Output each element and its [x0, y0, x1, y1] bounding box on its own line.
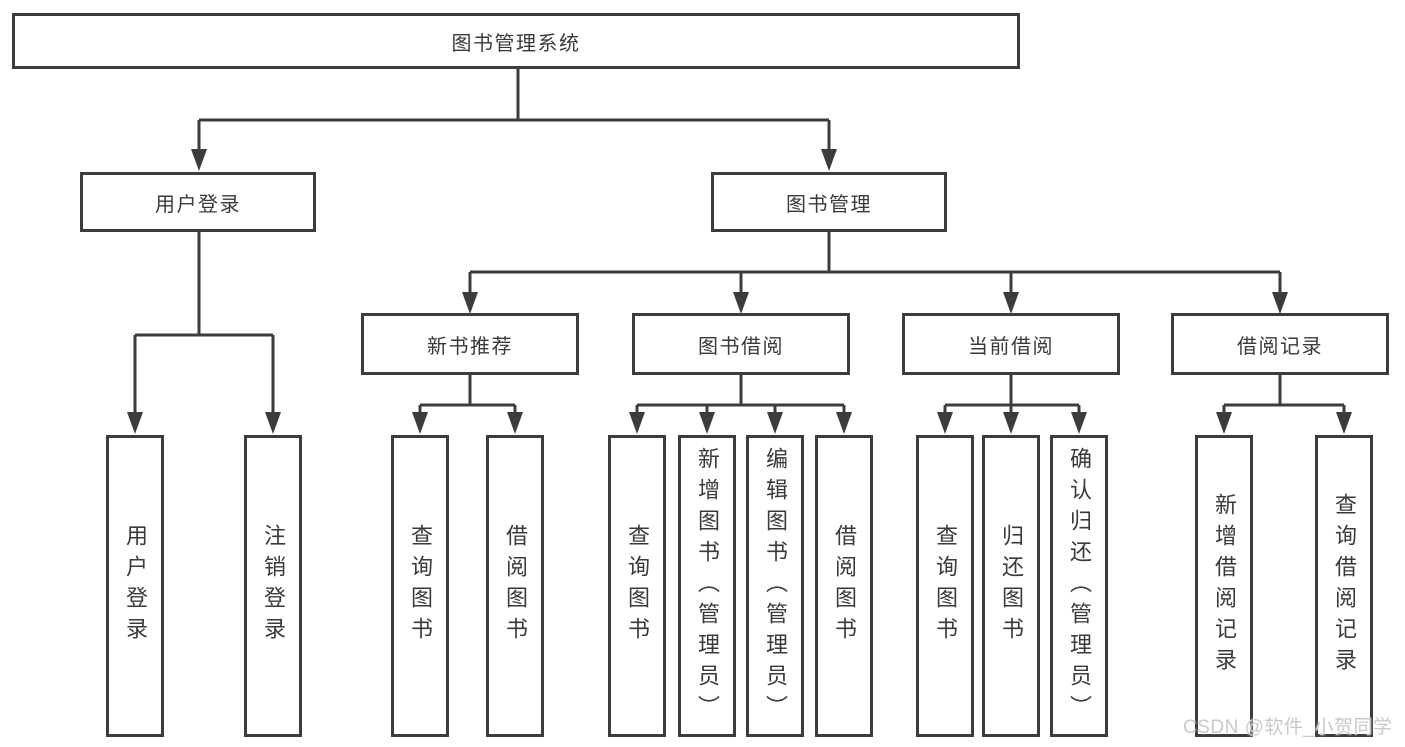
connector-line [943, 375, 1081, 415]
node-user-login: 用户登录 [80, 172, 316, 232]
node-label: 查询借阅记录 [1332, 493, 1357, 679]
arrowhead-down-icon [821, 149, 837, 171]
arrowhead-down-icon [1216, 412, 1232, 434]
node-label: 用户登录 [123, 524, 148, 648]
arrowhead-down-icon [1272, 292, 1288, 314]
connector-new-book-recommend-to-leaves [412, 375, 523, 434]
leaf-query-books-current: 查询图书 [916, 435, 974, 737]
node-book-management: 图书管理 [711, 172, 947, 232]
connector-line [468, 232, 1282, 295]
connector-current-borrow-to-leaves [937, 375, 1087, 434]
arrowhead-down-icon [733, 292, 749, 314]
arrowhead-down-icon [462, 292, 478, 314]
leaf-confirm-return-admin: 确认归还（管理员） [1050, 435, 1108, 737]
arrowhead-down-icon [127, 412, 143, 434]
node-label: 归还图书 [999, 524, 1024, 648]
connector-line [635, 375, 846, 415]
node-label: 确认归还（管理员） [1067, 446, 1092, 726]
leaf-user-login: 用户登录 [106, 435, 164, 737]
leaf-edit-book-admin: 编辑图书（管理员） [746, 435, 804, 737]
connector-book-management-to-level3 [462, 232, 1288, 314]
node-label: 借阅记录 [1237, 335, 1323, 358]
leaf-query-books-borrow: 查询图书 [608, 435, 666, 737]
arrowhead-down-icon [1003, 412, 1019, 434]
leaf-add-borrow-record: 新增借阅记录 [1195, 435, 1253, 737]
node-label: 注销登录 [261, 524, 286, 648]
node-label: 借阅图书 [503, 524, 528, 648]
arrowhead-down-icon [191, 149, 207, 171]
arrowhead-down-icon [265, 412, 281, 434]
arrowhead-down-icon [507, 412, 523, 434]
node-book-borrow: 图书借阅 [632, 313, 850, 375]
leaf-query-borrow-record: 查询借阅记录 [1315, 435, 1373, 737]
node-label: 查询图书 [625, 524, 650, 648]
node-new-book-recommend: 新书推荐 [361, 313, 579, 375]
connector-borrow-records-to-leaves [1216, 375, 1352, 434]
connector-user-login-to-leaves [127, 232, 281, 434]
node-label: 用户登录 [155, 193, 241, 216]
connector-line [197, 69, 831, 151]
node-label: 图书管理 [786, 193, 872, 216]
node-label: 查询图书 [933, 524, 958, 648]
arrowhead-down-icon [699, 412, 715, 434]
node-label: 新增图书（管理员） [695, 446, 720, 726]
node-label: 查询图书 [408, 524, 433, 648]
arrowhead-down-icon [937, 412, 953, 434]
connector-line [133, 232, 275, 414]
leaf-add-book-admin: 新增图书（管理员） [678, 435, 736, 737]
leaf-return-book: 归还图书 [982, 435, 1040, 737]
node-label: 当前借阅 [968, 335, 1054, 358]
arrowhead-down-icon [836, 412, 852, 434]
connector-line [418, 375, 517, 415]
arrowhead-down-icon [1003, 292, 1019, 314]
arrowhead-down-icon [629, 412, 645, 434]
connector-root-to-level2 [191, 69, 837, 171]
watermark: CSDN @软件_小贺同学 [1183, 717, 1393, 738]
connector-book-borrow-to-leaves [629, 375, 852, 434]
leaf-borrow-books-recommend: 借阅图书 [486, 435, 544, 737]
arrowhead-down-icon [412, 412, 428, 434]
arrowhead-down-icon [1071, 412, 1087, 434]
node-library-management-system: 图书管理系统 [12, 13, 1020, 69]
node-label: 图书借阅 [698, 335, 784, 358]
connector-line [1222, 375, 1346, 415]
leaf-logout: 注销登录 [244, 435, 302, 737]
node-label: 借阅图书 [832, 524, 857, 648]
leaf-query-books-recommend: 查询图书 [391, 435, 449, 737]
node-borrow-records: 借阅记录 [1171, 313, 1389, 375]
node-label: 新书推荐 [427, 335, 513, 358]
node-label: 新增借阅记录 [1212, 493, 1237, 679]
node-current-borrow: 当前借阅 [902, 313, 1120, 375]
node-label: 图书管理系统 [451, 32, 581, 55]
arrowhead-down-icon [1336, 412, 1352, 434]
leaf-borrow-books-borrow: 借阅图书 [815, 435, 873, 737]
arrowhead-down-icon [767, 412, 783, 434]
node-label: 编辑图书（管理员） [763, 446, 788, 726]
